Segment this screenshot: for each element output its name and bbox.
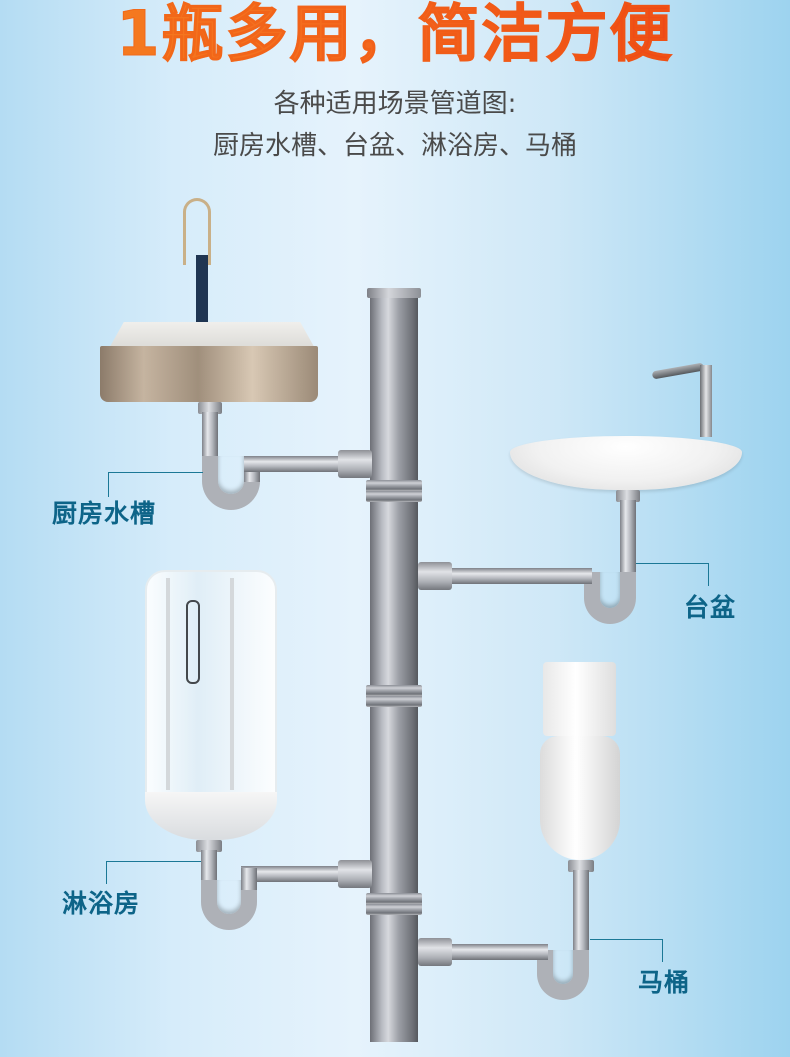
- shower-frame: [166, 578, 170, 790]
- toilet-tank: [543, 662, 616, 736]
- branch-pipe: [452, 944, 548, 960]
- stack-collar: [366, 893, 422, 915]
- shower-room-leader-line: [106, 861, 201, 884]
- drain-neck: [198, 402, 222, 414]
- headline: 1瓶多用，简洁方便: [0, 0, 790, 74]
- branch-pipe: [241, 866, 345, 882]
- basin-bowl: [510, 436, 742, 490]
- kitchen-sink-label: 厨房水槽: [52, 499, 157, 528]
- drain-neck: [616, 490, 640, 502]
- shower-frame: [230, 578, 234, 790]
- branch-pipe: [452, 568, 592, 584]
- branch-hub: [418, 562, 452, 590]
- kitchen-sink-leader-line: [108, 472, 203, 497]
- stack-body: [370, 290, 418, 1042]
- p-trap: [537, 950, 589, 1000]
- stack-collar: [366, 685, 422, 707]
- stack-collar: [366, 480, 422, 502]
- shower-room-label: 淋浴房: [62, 889, 141, 918]
- basin-faucet-icon: [700, 365, 712, 437]
- branch-hub: [418, 938, 452, 966]
- basin-label: 台盆: [684, 593, 737, 622]
- drain-pipe: [241, 868, 257, 890]
- basin-faucet-spout-icon: [651, 362, 705, 380]
- branch-hub: [338, 450, 372, 478]
- toilet-leader-line: [590, 939, 663, 962]
- subtitle-line-1: 各种适用场景管道图:: [273, 89, 517, 119]
- kitchen-faucet-hose-icon: [183, 198, 211, 265]
- drain-neck: [196, 840, 222, 852]
- toilet-label: 马桶: [638, 968, 691, 997]
- drain-pipe: [620, 500, 636, 586]
- drain-neck: [568, 860, 594, 872]
- toilet-bowl: [540, 736, 620, 860]
- p-trap: [584, 572, 636, 624]
- subtitle-line-2: 厨房水槽、台盆、淋浴房、马桶: [212, 131, 577, 161]
- basin-leader-line: [636, 563, 709, 586]
- stack-cap: [367, 288, 421, 298]
- kitchen-sink-basin: [100, 346, 318, 402]
- branch-pipe: [244, 456, 344, 472]
- branch-hub: [338, 860, 372, 888]
- kitchen-faucet-icon: [196, 255, 208, 327]
- shower-head-icon: [186, 600, 200, 684]
- drain-pipe: [573, 870, 589, 960]
- shower-enclosure: [145, 570, 277, 804]
- shower-tray: [145, 792, 277, 840]
